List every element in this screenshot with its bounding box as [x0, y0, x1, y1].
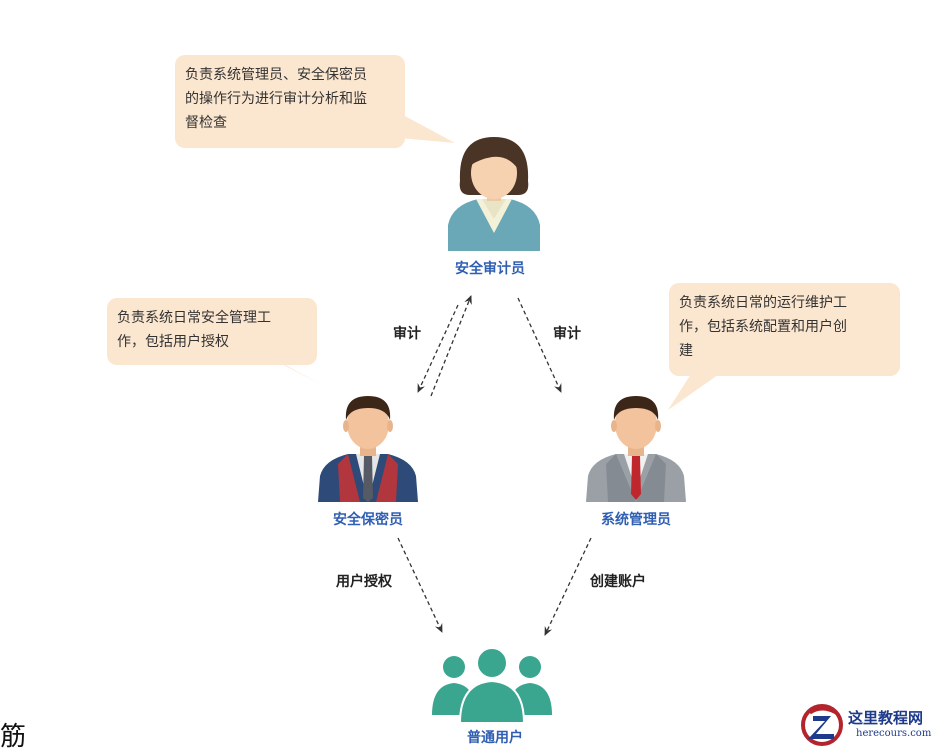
user-grant-label: 用户授权 — [336, 574, 392, 590]
sysadmin-bubble-tail — [668, 360, 722, 410]
audit-arrow-down-left — [417, 304, 459, 393]
regular-users-label: 普通用户 — [467, 730, 523, 746]
user-group-icon — [432, 647, 552, 723]
watermark-logo-icon — [801, 704, 843, 746]
audit-left-label: 审计 — [393, 326, 421, 342]
sysadmin-description-bubble: 负责系统日常的运行维护工 作，包括系统配置和用户创 建 — [669, 283, 900, 376]
sysadmin-avatar-icon — [586, 396, 686, 502]
auditor-avatar-icon — [448, 137, 540, 251]
auditor-bubble-tail — [390, 108, 455, 143]
audit-arrow-right — [517, 297, 562, 393]
sysadmin-label: 系统管理员 — [601, 512, 671, 528]
auditor-description-bubble: 负责系统管理员、安全保密员 的操作行为进行审计分析和监 督检查 — [175, 55, 405, 148]
audit-arrow-up-left — [430, 295, 472, 397]
security-officer-avatar-icon — [318, 396, 418, 502]
user-grant-arrow — [397, 537, 443, 633]
create-account-label: 创建账户 — [590, 574, 646, 590]
watermark-url: herecours.com — [856, 728, 932, 739]
watermark-title: 这里教程网 — [848, 709, 924, 727]
security-bubble-tail — [255, 350, 322, 385]
audit-right-label: 审计 — [553, 326, 581, 342]
create-account-arrow — [544, 537, 592, 636]
auditor-label: 安全审计员 — [455, 261, 525, 277]
cropped-text-fragment: 筋 — [0, 722, 27, 752]
security-officer-label: 安全保密员 — [333, 512, 403, 528]
security-officer-description-bubble: 负责系统日常安全管理工 作，包括用户授权 — [107, 298, 317, 365]
watermark: 这里教程网 herecours.com — [796, 703, 944, 748]
